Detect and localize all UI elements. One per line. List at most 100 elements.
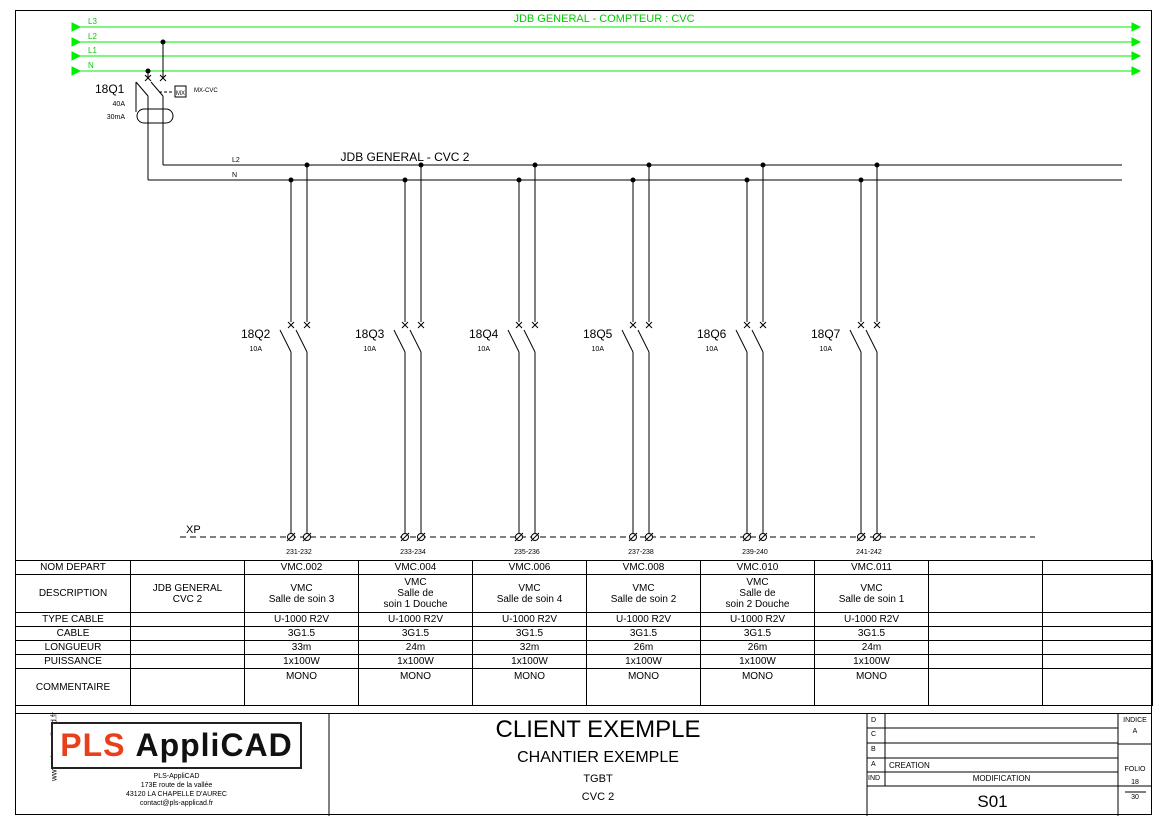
phase-label-l3: L3 bbox=[88, 17, 97, 26]
bus-label-n: N bbox=[232, 172, 237, 179]
bus-label-l2: L2 bbox=[232, 157, 240, 164]
table-cell: 1x100W bbox=[700, 654, 815, 669]
client-name: CLIENT EXEMPLE bbox=[495, 716, 701, 743]
branch-breaker bbox=[621, 162, 654, 542]
main-breaker-ref: 18Q1 bbox=[95, 82, 125, 96]
sheet-name: CVC 2 bbox=[581, 791, 615, 803]
table-cell bbox=[1042, 654, 1153, 669]
table-cell: VMC.004 bbox=[358, 560, 473, 575]
row-label: CABLE bbox=[15, 626, 131, 641]
table-cell: 3G1.5 bbox=[244, 626, 359, 641]
row-first-cell bbox=[130, 640, 245, 655]
row-label: LONGUEUR bbox=[15, 640, 131, 655]
table-cell: 1x100W bbox=[358, 654, 473, 669]
breaker-rating: 10A bbox=[592, 346, 605, 353]
table-cell bbox=[1042, 560, 1153, 575]
revision-ind-b: B bbox=[871, 746, 876, 753]
phase-lines bbox=[71, 22, 1142, 76]
row-first-cell: JDB GENERAL CVC 2 bbox=[130, 574, 245, 613]
terminal-numbers: 233-234 bbox=[400, 549, 426, 556]
table-cell bbox=[928, 612, 1043, 627]
table-cell: 3G1.5 bbox=[358, 626, 473, 641]
table-cell: VMC.011 bbox=[814, 560, 929, 575]
table-cell: 26m bbox=[700, 640, 815, 655]
table-cell: 1x100W bbox=[244, 654, 359, 669]
terminal-numbers: 231-232 bbox=[286, 549, 312, 556]
board-name: TGBT bbox=[583, 773, 613, 785]
table-cell: VMC Salle de soin 2 bbox=[586, 574, 701, 613]
row-label: NOM DEPART bbox=[15, 560, 131, 575]
table-cell: U-1000 R2V bbox=[586, 612, 701, 627]
folio-total: 30 bbox=[1131, 794, 1139, 801]
breaker-ref: 18Q3 bbox=[355, 327, 385, 341]
terminal-numbers: 239-240 bbox=[742, 549, 768, 556]
logo-pls: PLS bbox=[60, 727, 126, 763]
bus-title: JDB GENERAL - CVC 2 bbox=[341, 150, 470, 164]
breaker-ref: 18Q2 bbox=[241, 327, 271, 341]
table-cell bbox=[1042, 640, 1153, 655]
row-first-cell bbox=[130, 612, 245, 627]
breaker-ref: 18Q6 bbox=[697, 327, 727, 341]
table-cell bbox=[928, 560, 1043, 575]
table-cell bbox=[1042, 668, 1153, 706]
arrow-right-icon bbox=[1131, 37, 1142, 47]
table-cell: VMC.006 bbox=[472, 560, 587, 575]
row-label: PUISSANCE bbox=[15, 654, 131, 669]
table-cell bbox=[928, 626, 1043, 641]
table-cell bbox=[928, 640, 1043, 655]
table-cell bbox=[1042, 626, 1153, 641]
table-cell: 1x100W bbox=[472, 654, 587, 669]
breaker-rating: 10A bbox=[364, 346, 377, 353]
indice-value: A bbox=[1132, 728, 1138, 735]
arrow-right-icon bbox=[71, 22, 82, 32]
table-cell: 3G1.5 bbox=[814, 626, 929, 641]
address-line-1: 173E route de la vallée bbox=[140, 782, 213, 789]
table-cell: U-1000 R2V bbox=[700, 612, 815, 627]
table-cell: VMC.010 bbox=[700, 560, 815, 575]
revision-ind-c: C bbox=[871, 731, 877, 738]
branch-breaker bbox=[507, 162, 540, 542]
logo: PLS AppliCAD bbox=[51, 722, 302, 769]
phase-label-n: N bbox=[88, 61, 94, 70]
company-email: contact@pls-applicad.fr bbox=[139, 800, 214, 807]
address-line-2: 43120 LA CHAPELLE D'AUREC bbox=[126, 791, 227, 798]
main-breaker-sensitivity: 30mA bbox=[107, 114, 126, 121]
table-cell: VMC.002 bbox=[244, 560, 359, 575]
table-cell: 1x100W bbox=[814, 654, 929, 669]
table-cell: MONO bbox=[358, 668, 473, 706]
folio-label: FOLIO bbox=[1124, 766, 1146, 773]
row-first-cell bbox=[130, 626, 245, 641]
table-cell: 3G1.5 bbox=[472, 626, 587, 641]
terminal-numbers: 241-242 bbox=[856, 549, 882, 556]
branch-breaker bbox=[849, 162, 882, 542]
table-cell: U-1000 R2V bbox=[472, 612, 587, 627]
table-cell: VMC Salle de soin 3 bbox=[244, 574, 359, 613]
breaker-rating: 10A bbox=[820, 346, 833, 353]
table-cell: MONO bbox=[244, 668, 359, 706]
table-cell: 3G1.5 bbox=[586, 626, 701, 641]
row-label: DESCRIPTION bbox=[15, 574, 131, 613]
terminal-numbers: 237-238 bbox=[628, 549, 654, 556]
phase-label-l2: L2 bbox=[88, 32, 97, 41]
row-first-cell bbox=[130, 668, 245, 706]
main-breaker-aux-label: MX-CVC bbox=[194, 88, 218, 94]
phase-label-l1: L1 bbox=[88, 46, 97, 55]
chantier-name: CHANTIER EXEMPLE bbox=[517, 749, 679, 766]
table-cell: 3G1.5 bbox=[700, 626, 815, 641]
table-cell: 24m bbox=[814, 640, 929, 655]
table-cell: U-1000 R2V bbox=[358, 612, 473, 627]
drawing-frame bbox=[15, 10, 1152, 815]
row-label: COMMENTAIRE bbox=[15, 668, 131, 706]
table-cell: MONO bbox=[586, 668, 701, 706]
terminal-block-label: XP bbox=[186, 524, 201, 536]
modification-header: MODIFICATION bbox=[972, 774, 1031, 783]
bus-lines bbox=[148, 164, 1122, 181]
breaker-rating: 10A bbox=[250, 346, 263, 353]
table-cell bbox=[928, 574, 1043, 613]
schematic: L3 L2 L1 N JDB GENERAL - COMPTEUR : CVC … bbox=[71, 13, 1142, 556]
